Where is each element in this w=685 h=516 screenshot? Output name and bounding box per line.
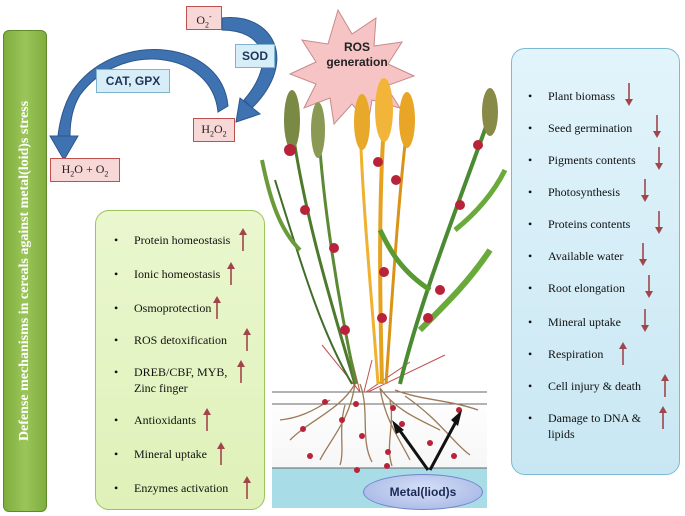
bullet-icon: • (114, 301, 119, 315)
list-item: • DREB/CBF, MYB, Zinc finger (114, 360, 264, 397)
arrow-up-icon (213, 296, 221, 319)
list-item-label-line2: lipids (548, 427, 575, 441)
list-item-label: Seed germination (548, 121, 633, 135)
ros-label-line1: ROS (343, 40, 370, 54)
list-item-label: Cell injury & death (548, 379, 641, 393)
effects-panel: • Plant biomass • Seed germination • Pigments… (511, 48, 680, 475)
bullet-icon: • (528, 379, 533, 393)
list-item: • Antioxidants (114, 408, 264, 431)
list-item: • Plant biomass (528, 83, 678, 107)
bullet-icon: • (528, 89, 533, 103)
bullet-icon: • (114, 267, 119, 281)
list-item: • Pigments contents (528, 147, 678, 171)
list-item: • Respiration (528, 342, 678, 365)
arrow-down-icon (639, 243, 647, 266)
plant-golden-wheat (354, 78, 415, 385)
list-item: • Available water (528, 243, 678, 267)
bullet-icon: • (528, 315, 533, 329)
list-item-label: Pigments contents (548, 153, 636, 167)
bullet-icon: • (114, 333, 119, 347)
bullet-icon: • (114, 233, 119, 247)
list-item: • Photosynthesis (528, 179, 678, 203)
list-item-label: DREB/CBF, MYB, (134, 365, 228, 379)
soil-metal-dots (300, 399, 462, 473)
list-item-label: Mineral uptake (134, 447, 207, 461)
arrow-up-icon (619, 342, 627, 365)
defense-panel: • Protein homeostasis • Ionic homeostasis • O… (95, 210, 265, 510)
list-item: • Enzymes activation (114, 476, 264, 499)
arrow-down-icon (655, 147, 663, 170)
metal-arrows (396, 417, 460, 471)
list-item-label: Plant biomass (548, 89, 616, 103)
cycle-arrow-sod (221, 17, 278, 123)
bullet-icon: • (528, 411, 533, 425)
list-item: • Proteins contents (528, 211, 678, 235)
list-item: • Osmoprotection (114, 296, 264, 319)
list-item: • Root elongation (528, 275, 678, 299)
bullet-icon: • (528, 153, 533, 167)
arrow-up-icon (203, 408, 211, 431)
bullet-icon: • (114, 481, 119, 495)
list-item-label-line2: Zinc finger (134, 381, 188, 395)
water-oxygen-box: H2O + O2 (50, 158, 120, 182)
superoxide-box: O2- (186, 6, 222, 30)
list-item-label: Respiration (548, 347, 604, 361)
bullet-icon: • (528, 185, 533, 199)
cat-gpx-box: CAT, GPX (96, 69, 170, 93)
bullet-icon: • (528, 347, 533, 361)
sod-box: SOD (235, 44, 275, 68)
list-item: • Protein homeostasis (114, 228, 264, 251)
peroxide-box: H2O2 (193, 118, 235, 142)
cycle-arrow-cat (49, 49, 229, 161)
list-item-label: Mineral uptake (548, 315, 621, 329)
bullet-icon: • (114, 365, 119, 379)
arrow-down-icon (645, 275, 653, 298)
list-item-label: Osmoprotection (134, 301, 212, 315)
list-item-label: Root elongation (548, 281, 625, 295)
list-item: • Cell injury & death (528, 374, 678, 397)
plant-green-wheat (260, 90, 358, 385)
arrow-up-icon (227, 262, 235, 285)
arrow-down-icon (641, 309, 649, 332)
arrow-up-icon (239, 228, 247, 251)
list-item-label: Damage to DNA & (548, 411, 641, 425)
ros-label: ROS generation (322, 40, 392, 70)
bullet-icon: • (114, 447, 119, 461)
list-item-label: Ionic homeostasis (134, 267, 221, 281)
list-item: • Mineral uptake (528, 309, 678, 333)
arrow-down-icon (655, 211, 663, 234)
list-item-label: ROS detoxification (134, 333, 227, 347)
arrow-down-icon (625, 83, 633, 106)
arrow-up-icon (661, 374, 669, 397)
plant-green-reed (377, 88, 508, 385)
arrow-up-icon (659, 406, 667, 429)
list-item: • Mineral uptake (114, 442, 264, 465)
list-item-label: Available water (548, 249, 624, 263)
bullet-icon: • (528, 217, 533, 231)
arrow-up-icon (243, 476, 251, 499)
arrow-down-icon (641, 179, 649, 202)
arrow-down-icon (653, 115, 661, 138)
metal-ellipse: Metal(liod)s (363, 474, 483, 510)
list-item-label: Proteins contents (548, 217, 631, 231)
list-item-label: Photosynthesis (548, 185, 621, 199)
bullet-icon: • (114, 413, 119, 427)
arrow-up-icon (217, 442, 225, 465)
bullet-icon: • (528, 281, 533, 295)
side-banner: Defense mechanisms in cereals against me… (3, 30, 47, 512)
list-item: • ROS detoxification (114, 328, 264, 351)
arrow-up-icon (243, 328, 251, 351)
bullet-icon: • (528, 121, 533, 135)
arrow-up-icon (237, 360, 245, 383)
bullet-icon: • (528, 249, 533, 263)
list-item-label: Protein homeostasis (134, 233, 231, 247)
list-item: • Seed germination (528, 115, 678, 139)
list-item-label: Enzymes activation (134, 481, 229, 495)
list-item-label: Antioxidants (134, 413, 196, 427)
list-item: • Damage to DNA & lipids (528, 406, 678, 443)
list-item: • Ionic homeostasis (114, 262, 264, 285)
ros-label-line2: generation (326, 55, 388, 69)
